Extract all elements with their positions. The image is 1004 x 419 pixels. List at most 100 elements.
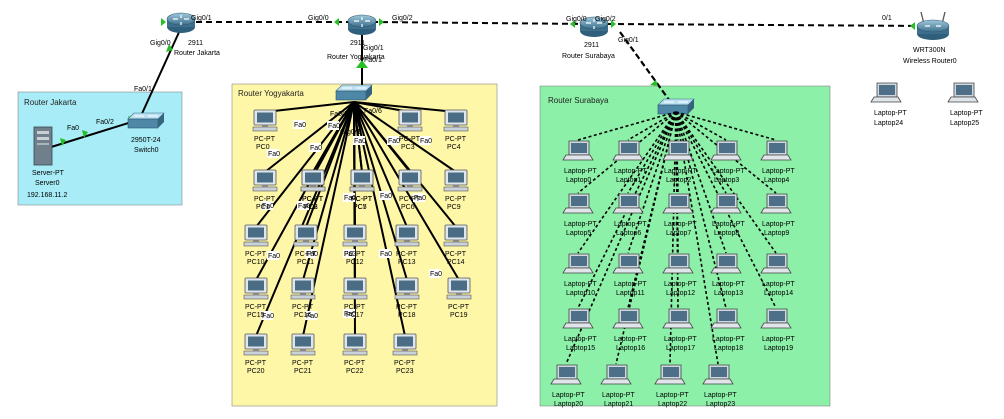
pc-icon[interactable] bbox=[394, 224, 420, 247]
pc-icon[interactable] bbox=[290, 333, 316, 356]
pc-icon[interactable] bbox=[443, 169, 469, 192]
pc-icon[interactable] bbox=[290, 277, 316, 300]
svg-text:Fa0: Fa0 bbox=[268, 151, 280, 158]
pc-name: PC20 bbox=[247, 368, 265, 375]
port-srv: Fa0 bbox=[67, 125, 79, 132]
laptop-name: Laptop3 bbox=[714, 177, 739, 184]
link-surabaya-wireless bbox=[607, 23, 931, 27]
pc-icon[interactable] bbox=[443, 109, 469, 132]
pc-icon[interactable] bbox=[394, 277, 420, 300]
router-yogyakarta-icon[interactable] bbox=[347, 14, 377, 36]
laptop25-icon[interactable] bbox=[947, 82, 979, 103]
router-surabaya-name: Router Surabaya bbox=[562, 53, 615, 60]
pc-icon[interactable] bbox=[443, 224, 469, 247]
pc-icon[interactable] bbox=[252, 109, 278, 132]
pc-name: PC6 bbox=[401, 204, 415, 211]
pc-icon[interactable] bbox=[243, 224, 269, 247]
laptop24-icon[interactable] bbox=[870, 82, 902, 103]
surabaya-switch-icon[interactable] bbox=[657, 98, 695, 115]
pc-icon[interactable] bbox=[342, 224, 368, 247]
pc-icon[interactable] bbox=[342, 277, 368, 300]
pc-icon[interactable] bbox=[392, 333, 418, 356]
pc-name: PC2 bbox=[304, 204, 318, 211]
pc-model: PC-PT bbox=[445, 196, 467, 203]
pc-icon[interactable] bbox=[397, 109, 423, 132]
pc-name: PC5 bbox=[353, 204, 367, 211]
svg-text:Fa0: Fa0 bbox=[262, 313, 274, 320]
pc-icon[interactable] bbox=[342, 333, 368, 356]
pc-icon[interactable] bbox=[293, 224, 319, 247]
laptop-wireless-link bbox=[565, 111, 677, 365]
pc-model: PC-PT bbox=[344, 251, 366, 258]
pc-icon[interactable] bbox=[243, 333, 269, 356]
pc-icon[interactable] bbox=[243, 277, 269, 300]
svg-text:Fa0: Fa0 bbox=[414, 195, 426, 202]
switch0-icon[interactable] bbox=[127, 112, 165, 129]
laptop-model: Laptop-PT bbox=[712, 281, 745, 288]
laptop-name: Laptop22 bbox=[658, 401, 687, 408]
pc-icon[interactable] bbox=[349, 169, 375, 192]
port-sw0-left: Fa0/2 bbox=[96, 119, 114, 126]
pc-name: PC4 bbox=[447, 144, 461, 151]
pc-icon[interactable] bbox=[446, 277, 472, 300]
server0-icon[interactable] bbox=[33, 126, 53, 166]
pc-icon[interactable] bbox=[397, 169, 423, 192]
laptop-name: Laptop6 bbox=[616, 230, 641, 237]
wireless-router-icon[interactable] bbox=[916, 11, 950, 41]
pc-icon[interactable] bbox=[300, 169, 326, 192]
yogyakarta-switch-icon[interactable] bbox=[335, 84, 373, 101]
port-sw0-up: Fa0/1 bbox=[134, 86, 152, 93]
pc-icon[interactable] bbox=[252, 169, 278, 192]
pc-name: PC13 bbox=[398, 259, 416, 266]
pc-link bbox=[264, 101, 355, 113]
